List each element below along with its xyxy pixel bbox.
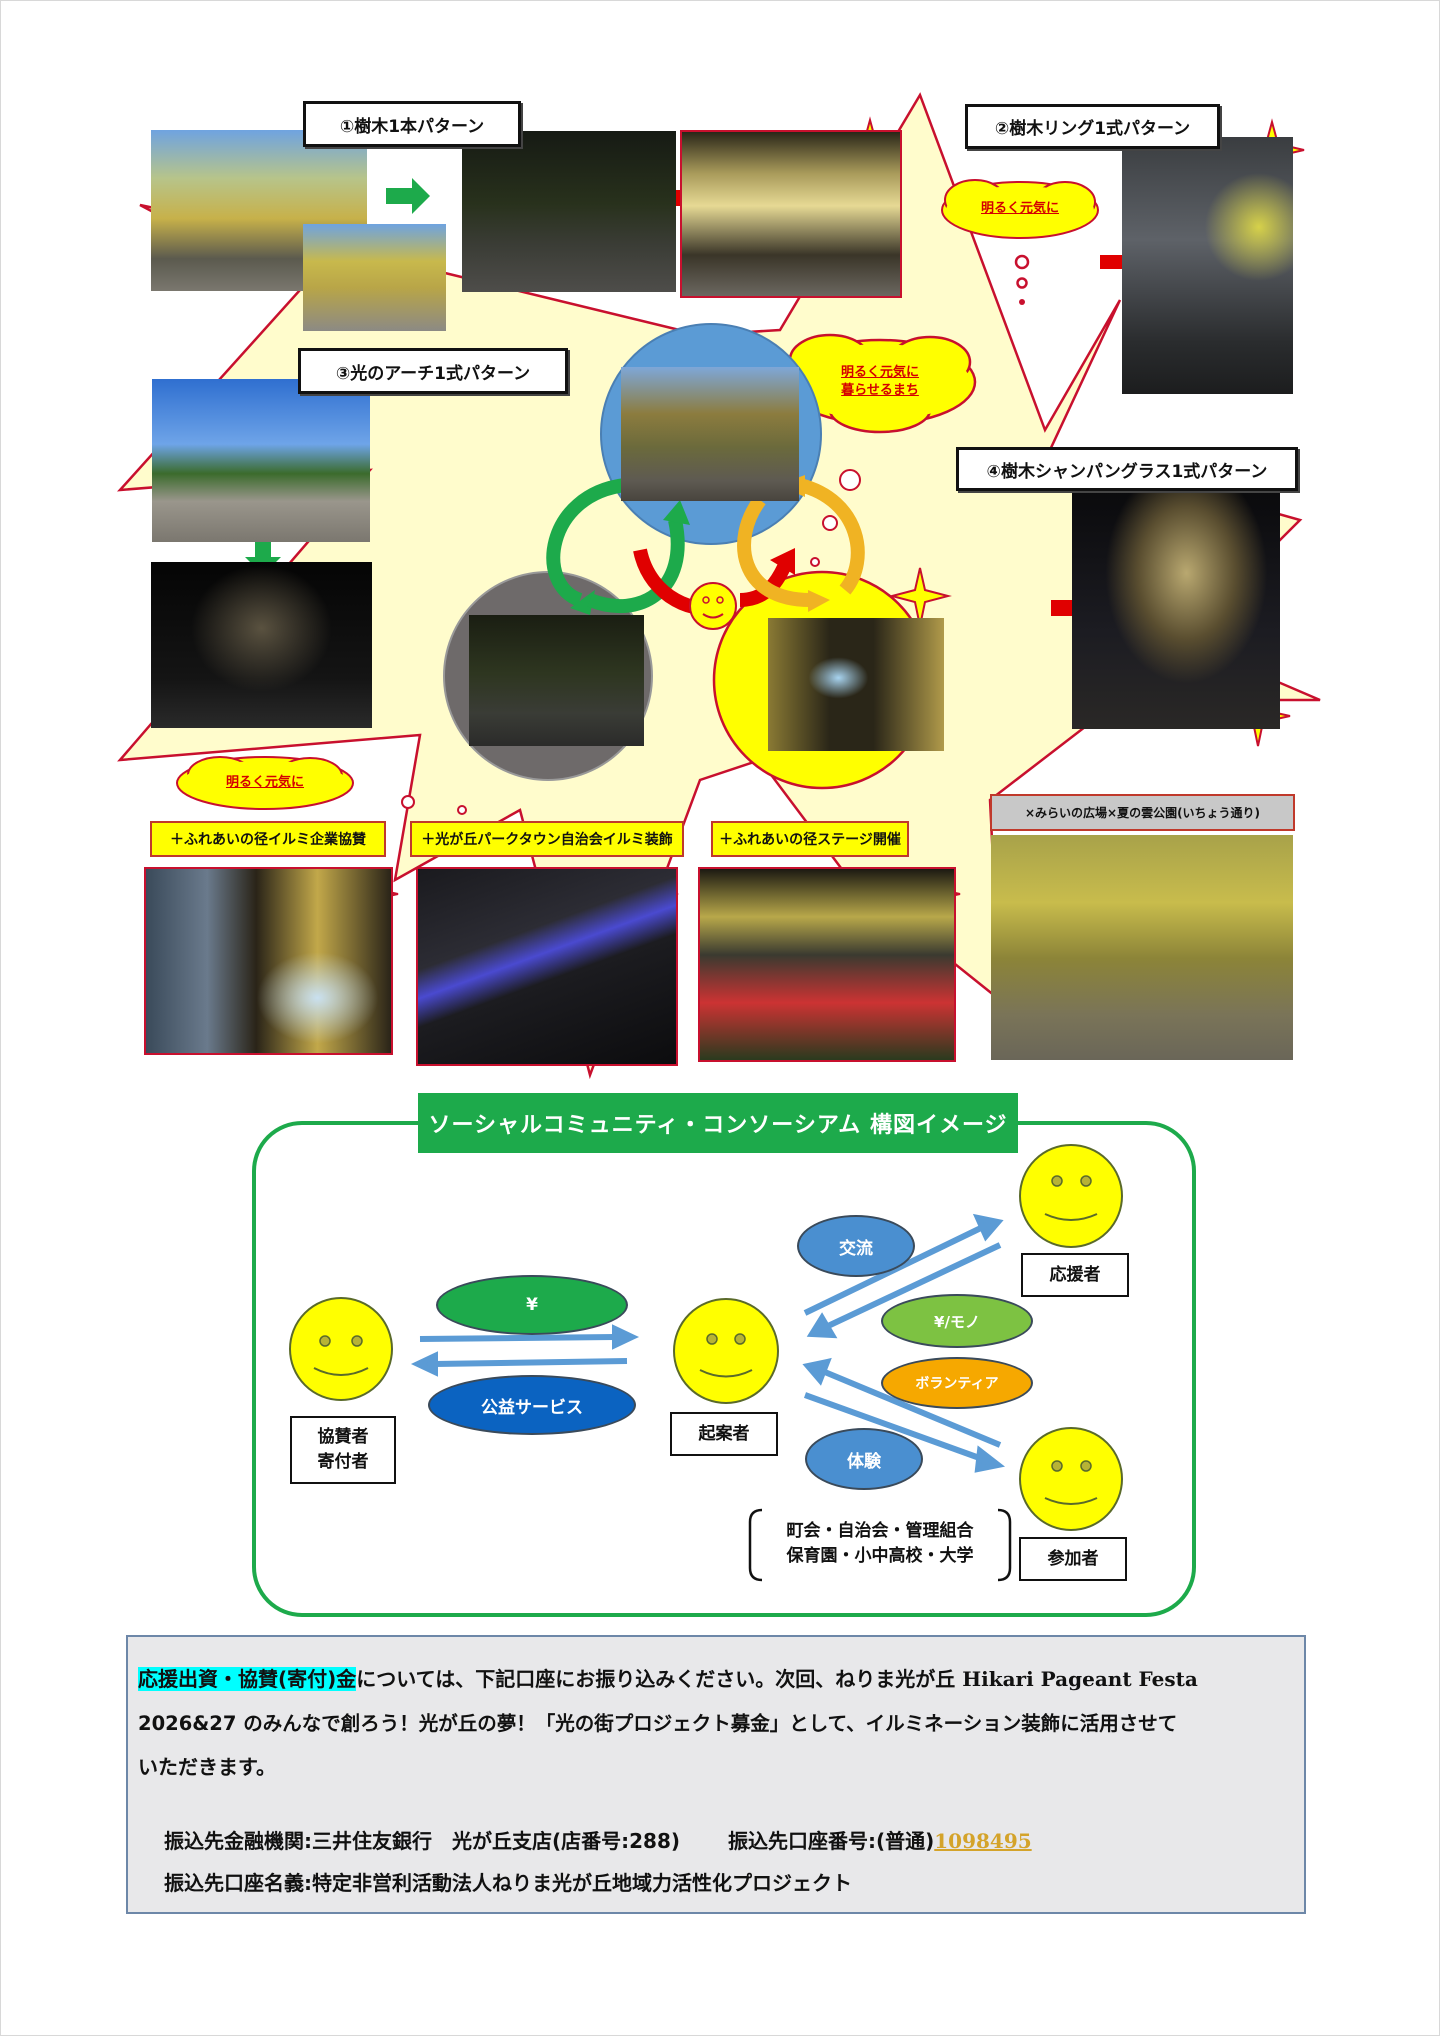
photo-stage-event: [698, 867, 956, 1062]
activity-tag-residents-text: ＋光が丘パークタウン自治会イルミ装飾: [421, 832, 673, 848]
smiley-icon-proposer: [673, 1298, 779, 1404]
account-holder-line: 振込先口座名義:特定非営利活動法人ねりま光が丘地域力活性化プロジェクト: [164, 1871, 852, 1895]
role-supporter: 応援者: [1021, 1253, 1129, 1297]
smiley-icon-cycle: [689, 582, 737, 630]
donation-line-3: いただきます。: [138, 1755, 276, 1779]
account-label: 振込先口座番号:(普通): [727, 1829, 935, 1853]
cloud-text-top-right: 明るく元気に: [980, 201, 1059, 216]
flow-yen-goods-text: ¥/モノ: [934, 1312, 980, 1331]
photo-corporate-illumination: [144, 867, 393, 1055]
flow-yen-goods: ¥/モノ: [881, 1294, 1033, 1348]
role-sponsor-line-2: 寄付者: [317, 1452, 369, 1472]
donation-line-1-text: については、下記口座にお振り込みください。次回、ねりま光が丘: [356, 1667, 963, 1691]
flow-public-service: 公益サービス: [428, 1375, 636, 1435]
cloud-shape-center: [783, 333, 977, 434]
activity-tag-residents: ＋光が丘パークタウン自治会イルミ装飾: [410, 821, 684, 857]
arrow-green-curve: [546, 478, 627, 607]
bracket-right-icon: [997, 1508, 1012, 1582]
photo-champagne-glass: [1072, 489, 1280, 729]
smiley-icon-sponsor: [289, 1297, 393, 1401]
flow-experience: 体験: [805, 1428, 923, 1490]
photo-park-night: [469, 615, 644, 746]
pattern-label-4: ④樹木シャンパングラス1式パターン: [956, 447, 1298, 491]
park-tag: ×みらいの広場×夏の雲公園(いちょう通り): [990, 794, 1295, 831]
consortium-title: ソーシャルコミュニティ・コンソーシアム 構図イメージ: [418, 1093, 1018, 1153]
flow-yen: ¥: [436, 1275, 628, 1335]
cloud-text-center-line-2: 暮らせるまち: [841, 383, 919, 398]
photo-arch-day: [152, 379, 370, 542]
bank-info-line: 振込先金融機関:三井住友銀行 光が丘支店(店番号:288) 振込先口座番号:(普…: [164, 1825, 1032, 1854]
flow-public-service-text: 公益サービス: [481, 1397, 583, 1418]
photo-park-illuminated: [768, 618, 944, 751]
cloud-text-center: 明るく元気に 暮らせるまち: [820, 364, 940, 400]
role-proposer-text: 起案者: [698, 1423, 750, 1444]
role-proposer: 起案者: [670, 1412, 778, 1456]
pattern-label-2-text: ②樹木リング1式パターン: [994, 119, 1191, 139]
role-supporter-text: 応援者: [1049, 1264, 1101, 1285]
photo-arch-night: [151, 562, 372, 728]
pattern-label-1: ①樹木1本パターン: [303, 101, 521, 147]
cloud-shape-bottom-left: [176, 756, 354, 810]
pattern-label-3-text: ③光のアーチ1式パターン: [335, 363, 531, 384]
pattern-label-2: ②樹木リング1式パターン: [965, 104, 1220, 149]
smiley-icon-participant: [1019, 1427, 1123, 1531]
arrow-green-down-3: [245, 540, 281, 575]
pattern-label-1-text: ①樹木1本パターン: [339, 116, 485, 137]
participant-groups: 町会・自治会・管理組合 保育園・小中高校・大学: [762, 1519, 998, 1569]
activity-tag-stage: ＋ふれあいの径ステージ開催: [711, 821, 909, 857]
donation-line-2: 2026&27 のみんなで創ろう！光が丘の夢！「光の街プロジェクト募金」として、…: [138, 1712, 1178, 1735]
photo-street-illuminated: [680, 130, 902, 298]
account-number[interactable]: 1098495: [934, 1829, 1032, 1853]
donation-highlight: 応援出資・協賛(寄付)金: [138, 1667, 357, 1691]
role-sponsor-line-1: 協賛者: [317, 1427, 369, 1447]
activity-tag-corporate: ＋ふれあいの径イルミ企業協賛: [150, 821, 386, 857]
cloud-text-center-line-1: 明るく元気に: [840, 365, 919, 380]
flow-experience-text: 体験: [847, 1451, 881, 1472]
role-participant: 参加者: [1019, 1537, 1127, 1581]
flow-exchange: 交流: [797, 1215, 915, 1277]
flow-volunteer: ボランティア: [881, 1357, 1033, 1409]
pattern-label-3: ③光のアーチ1式パターン: [298, 348, 568, 394]
cloud-text-bottom-left: 明るく元気に: [225, 775, 304, 790]
arrow-green-right-1: [386, 178, 430, 214]
event-name: Hikari Pageant Festa: [962, 1667, 1198, 1691]
bank-name: 振込先金融機関:三井住友銀行 光が丘支店(店番号:288): [164, 1829, 681, 1853]
participant-group-line-1: 町会・自治会・管理組合: [786, 1521, 974, 1541]
photo-ginkgo-day-2: [303, 224, 446, 331]
pattern-label-4-text: ④樹木シャンパングラス1式パターン: [986, 461, 1268, 482]
photo-ginkgo-avenue: [991, 835, 1293, 1060]
flow-yen-text: ¥: [526, 1295, 538, 1315]
arrow-orange-upper: [798, 478, 865, 595]
flow-exchange-text: 交流: [839, 1238, 873, 1259]
role-participant-text: 参加者: [1047, 1548, 1099, 1569]
photo-street-night: [462, 131, 676, 292]
park-tag-text: ×みらいの広場×夏の雲公園(いちょう通り): [1024, 806, 1261, 820]
participant-group-line-2: 保育園・小中高校・大学: [786, 1546, 974, 1566]
activity-tag-stage-text: ＋ふれあいの径ステージ開催: [719, 832, 901, 848]
arrow-orange-curve: [737, 495, 811, 607]
photo-park-day: [621, 367, 799, 501]
activity-tag-corporate-text: ＋ふれあいの径イルミ企業協賛: [170, 832, 366, 848]
role-sponsor: 協賛者 寄付者: [290, 1416, 396, 1484]
smiley-icon-supporter: [1019, 1144, 1123, 1248]
bracket-left-icon: [748, 1508, 763, 1582]
photo-residents-illumination: [416, 867, 678, 1066]
donation-line-1: 応援出資・協賛(寄付)金については、下記口座にお振り込みください。次回、ねりま光…: [138, 1663, 1198, 1692]
photo-tree-ring-lights: [1122, 137, 1293, 394]
cloud-shape-top-right: [941, 179, 1099, 305]
flow-volunteer-text: ボランティア: [915, 1376, 999, 1392]
